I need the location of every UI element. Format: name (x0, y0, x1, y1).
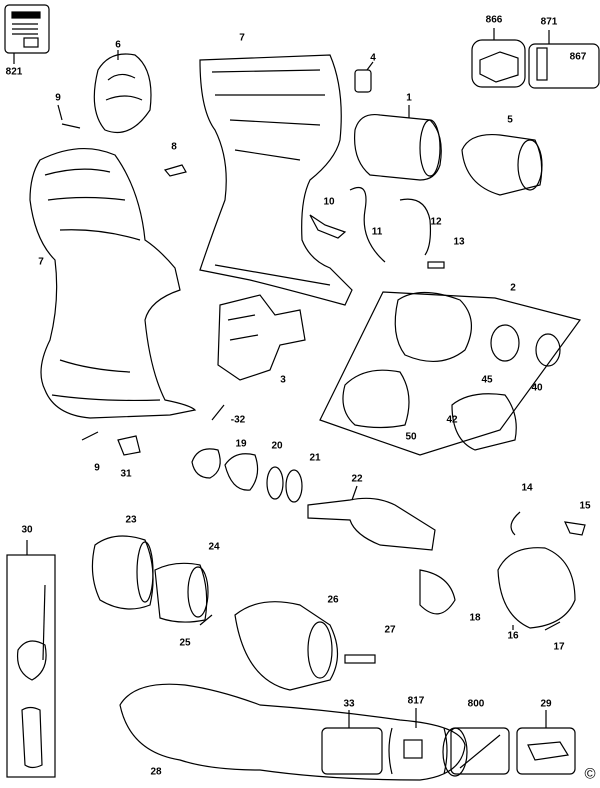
part-label: 4 (370, 52, 376, 64)
housing-half-7-right (199, 54, 353, 306)
accessory-box-800 (450, 727, 510, 775)
spindle-22 (307, 485, 436, 551)
motor-cover-6 (93, 50, 152, 134)
part-label: 871 (540, 16, 558, 28)
copyright-mark: © (584, 765, 596, 783)
part-label: 5 (507, 114, 513, 126)
ring-14 (510, 511, 521, 536)
part-label: 817 (407, 695, 425, 707)
part-32 (211, 404, 225, 421)
part-label: 18 (469, 612, 481, 624)
part-label: 22 (351, 473, 363, 485)
gearbox-5 (461, 133, 543, 196)
ring-19 (191, 448, 221, 479)
screw-17 (544, 621, 561, 631)
part-label: 8 (171, 141, 177, 153)
part-label: -32 (230, 414, 246, 426)
washers-21 (266, 466, 303, 503)
part-label: 2 (510, 282, 516, 294)
side-handle-30 (6, 540, 56, 778)
gear-20 (224, 453, 259, 491)
part-13 (427, 261, 445, 269)
part-label: 13 (453, 236, 465, 248)
part-label: 24 (208, 541, 220, 553)
part-label: 27 (384, 624, 396, 636)
clip-31 (117, 435, 141, 456)
part-label: 26 (327, 594, 339, 606)
manual-icon-821 (4, 4, 50, 64)
part-label: 14 (521, 482, 533, 494)
accessory-box-29 (516, 710, 576, 775)
part-label: 800 (467, 698, 485, 710)
part-label: 45 (481, 374, 493, 386)
screw-25 (199, 614, 213, 626)
screw-9 (57, 104, 81, 129)
part-label: 25 (179, 637, 191, 649)
part-10 (309, 214, 347, 239)
motor-1 (353, 105, 442, 181)
part-label: 9 (94, 462, 100, 474)
part-label: 31 (120, 468, 132, 480)
part-label: 12 (430, 216, 442, 228)
part-label: 29 (540, 698, 552, 710)
accessory-box-817 (388, 708, 448, 775)
part-label: 15 (579, 500, 591, 512)
clip-8 (163, 164, 187, 177)
screw-9b (81, 431, 99, 441)
part-label: 21 (309, 452, 321, 464)
part-label: 50 (405, 431, 417, 443)
chuck-26 (234, 601, 339, 691)
part-label: 7 (239, 32, 245, 44)
transmission-box-2 (319, 291, 582, 456)
part-label: 10 (323, 196, 335, 208)
part-label: 821 (5, 66, 23, 78)
part-label: 7 (38, 256, 44, 268)
band-18 (419, 569, 456, 615)
part-label: 867 (569, 51, 587, 63)
part-label: 11 (371, 226, 383, 238)
part-label: 6 (115, 39, 121, 51)
part-label: 30 (21, 524, 33, 536)
part-label: 19 (235, 438, 247, 450)
collar-23 (91, 535, 154, 610)
part-label: 16 (507, 630, 519, 642)
clip-15 (563, 521, 586, 536)
charger-871 (528, 30, 600, 89)
part-label: 866 (485, 14, 503, 26)
part-label: 9 (55, 92, 61, 104)
part-label: 42 (446, 414, 458, 426)
collar-24 (154, 562, 209, 623)
battery-pack-866 (471, 28, 526, 88)
part-label: 3 (280, 374, 286, 386)
switch-assembly-3 (217, 294, 306, 381)
wire-12 (399, 198, 432, 256)
part-label: 1 (406, 92, 412, 104)
part-label: 33 (343, 698, 355, 710)
accessory-box-33 (321, 710, 383, 775)
switch-4 (354, 61, 374, 93)
housing-half-7-left (29, 147, 197, 419)
part-label: 23 (125, 514, 137, 526)
screw-27 (344, 654, 376, 664)
clutch-16 (497, 547, 576, 630)
part-label: 28 (150, 766, 162, 778)
part-label: 17 (553, 641, 565, 653)
part-label: 40 (531, 382, 543, 394)
wire-11 (349, 186, 386, 263)
part-label: 20 (271, 440, 283, 452)
